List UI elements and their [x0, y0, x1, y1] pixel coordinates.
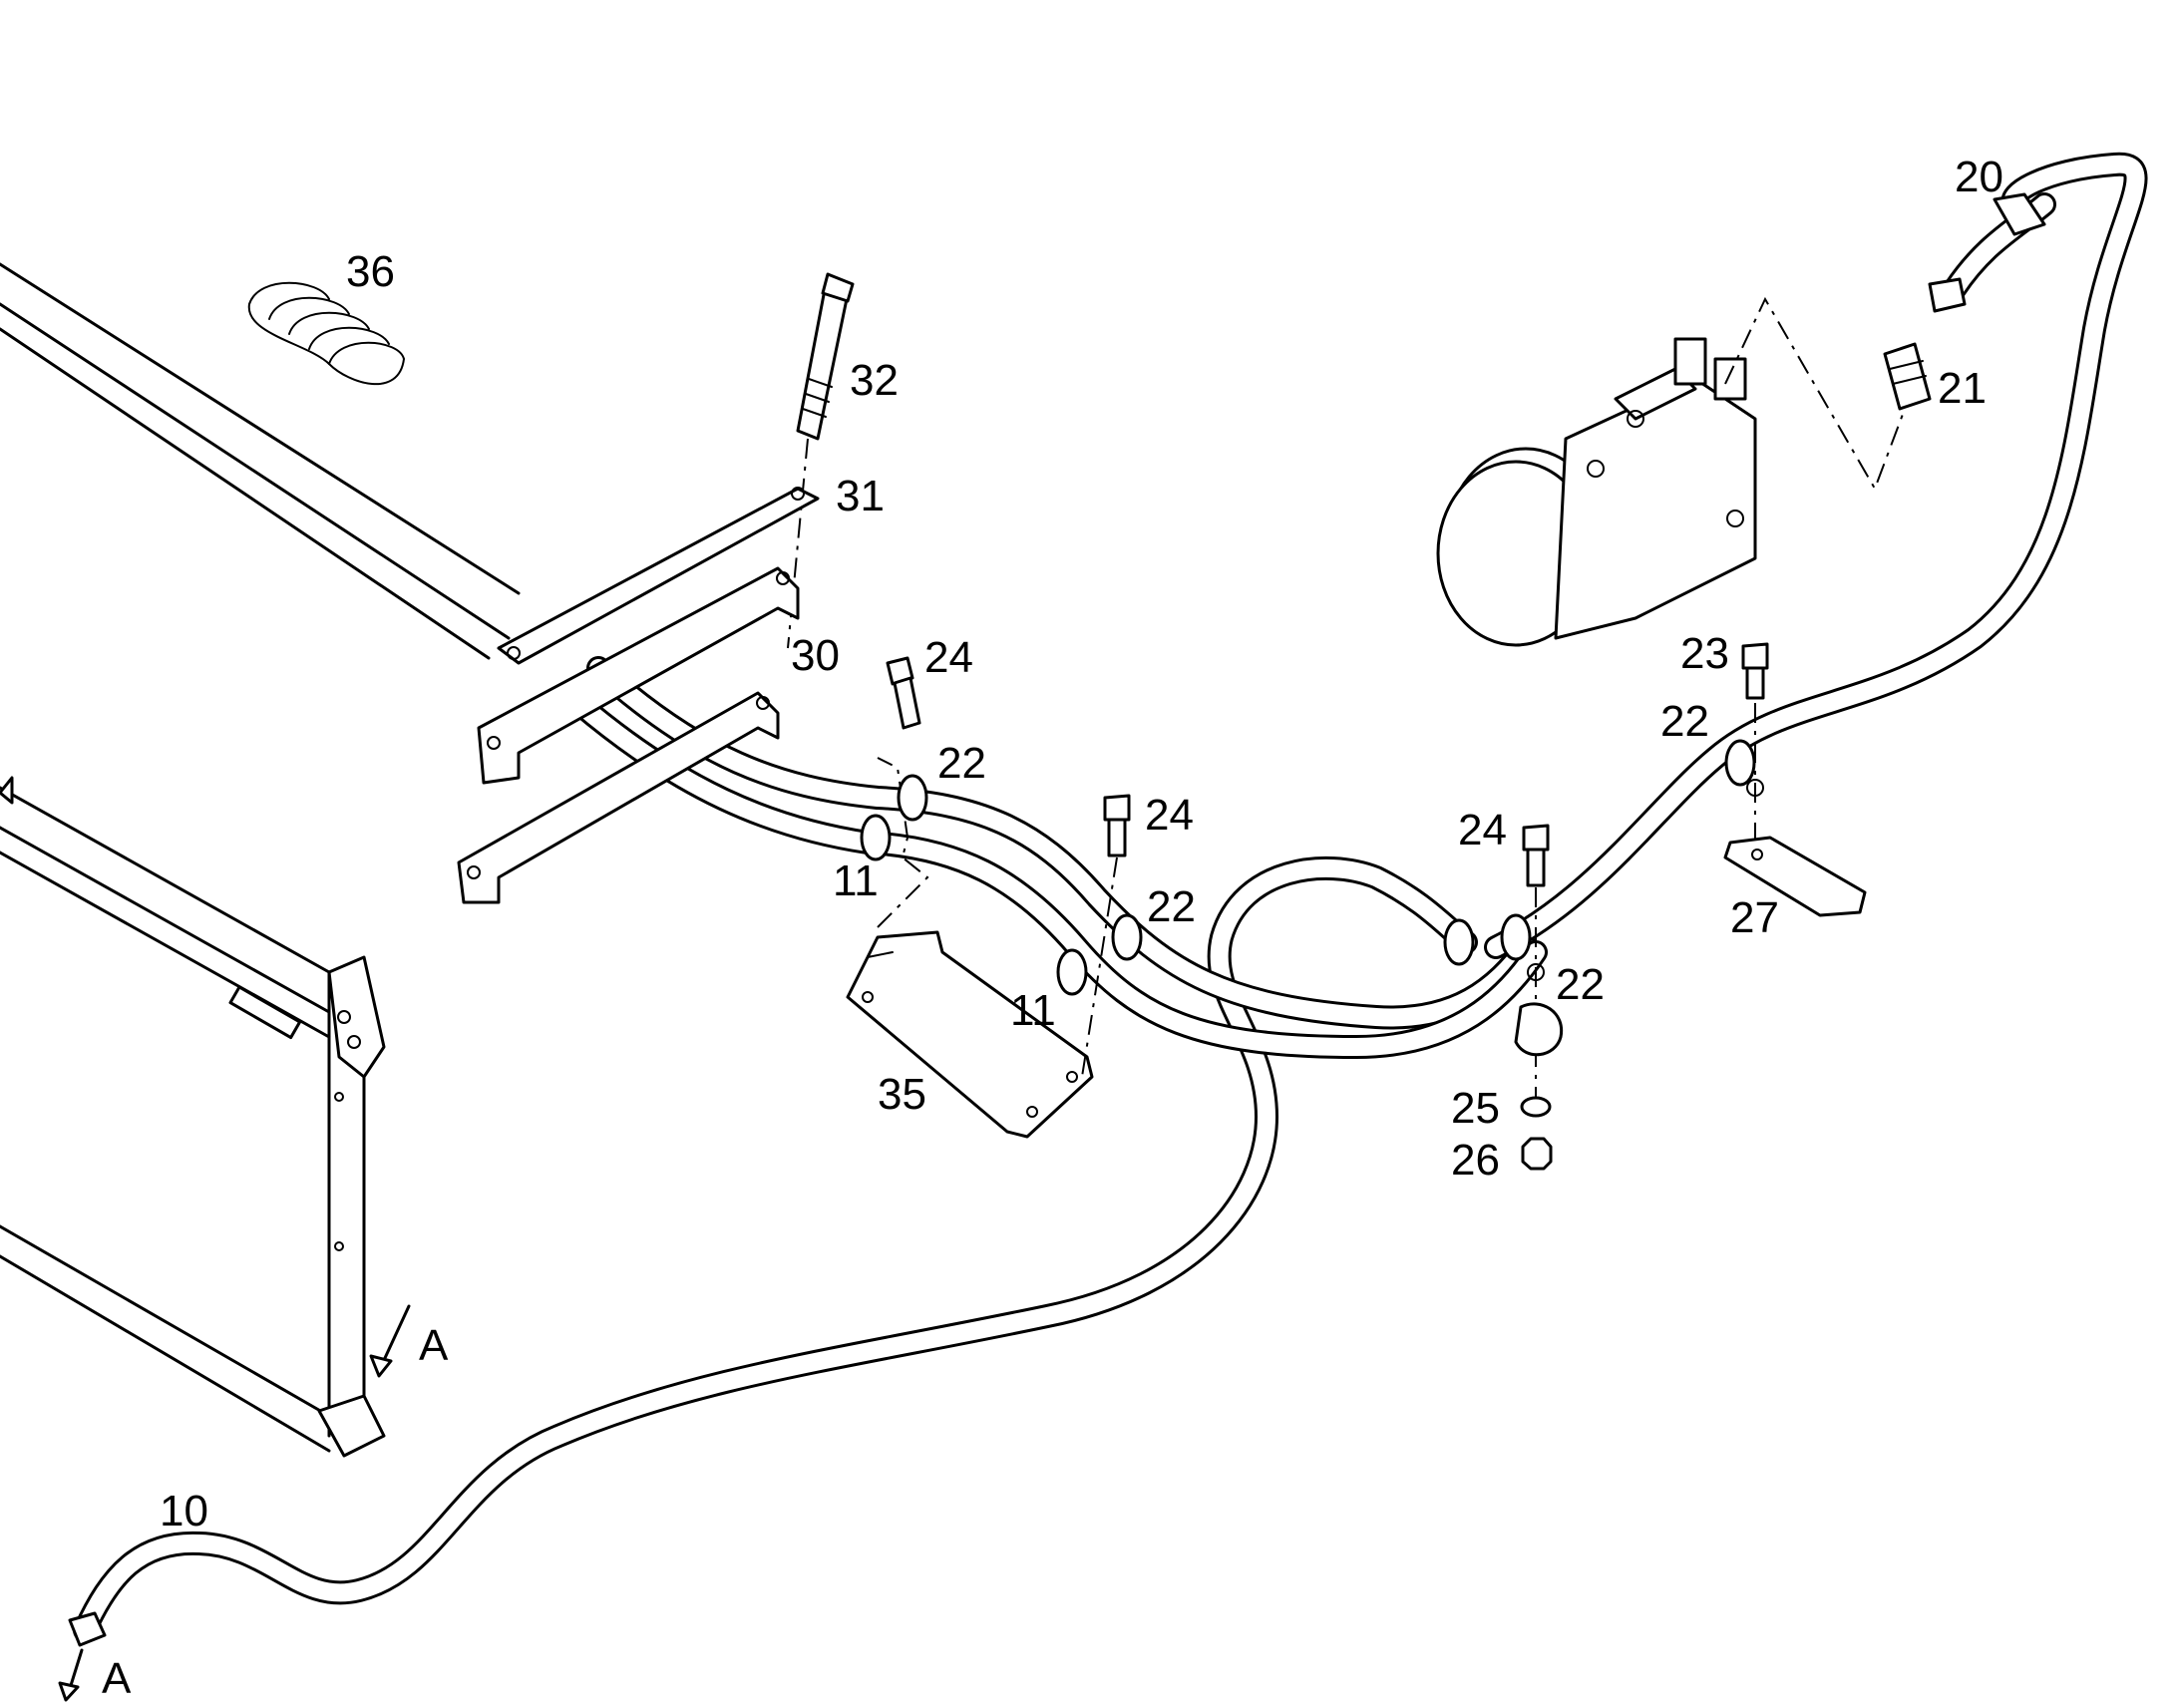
compressor — [1436, 337, 1757, 647]
callout-32: 32 — [850, 356, 899, 405]
callout-26: 26 — [1451, 1136, 1500, 1185]
callout-22a: 22 — [937, 739, 986, 788]
clamp-22b — [1056, 913, 1143, 996]
callout-20: 20 — [1955, 153, 2003, 201]
bracket-31 — [497, 487, 820, 665]
bracket-27 — [1723, 836, 1867, 917]
clamp-22a — [860, 774, 928, 861]
clamp-22d — [1724, 739, 1764, 797]
callout-24a: 24 — [924, 633, 973, 682]
callout-30: 30 — [791, 631, 840, 680]
bracket-30-upper — [477, 566, 800, 785]
callout-22c: 22 — [1556, 960, 1605, 1009]
screw-24b — [1081, 794, 1131, 1078]
spring-guard-36 — [247, 281, 405, 386]
nut-26 — [1521, 1137, 1553, 1171]
callout-24c: 24 — [1458, 806, 1507, 854]
callout-22b: 22 — [1147, 882, 1196, 931]
callout-11b: 11 — [1010, 986, 1056, 1035]
callout-35: 35 — [878, 1070, 926, 1119]
arrow-a-condenser — [369, 1304, 411, 1378]
hose-20 — [1484, 152, 2148, 959]
hose-11 — [566, 656, 1548, 1059]
screw-23 — [1741, 642, 1769, 853]
bracket-plate-35 — [846, 757, 1094, 1139]
callout-10: 10 — [160, 1487, 208, 1536]
callout-23: 23 — [1680, 629, 1729, 678]
callout-24b: 24 — [1145, 791, 1194, 840]
screw-24c — [1522, 824, 1550, 1097]
callout-25: 25 — [1451, 1084, 1500, 1133]
callout-36: 36 — [346, 247, 395, 296]
callout-21: 21 — [1938, 364, 1987, 413]
arrow-a-label-condenser: A — [419, 1321, 449, 1370]
arrow-a-label-hose-end: A — [102, 1654, 132, 1703]
condenser-frame — [0, 776, 386, 1458]
bracket-30-lower — [457, 691, 780, 904]
callout-22d: 22 — [1660, 697, 1709, 746]
hose-10 — [68, 855, 1478, 1647]
clamp-22c — [1443, 913, 1564, 1057]
callout-31: 31 — [836, 472, 885, 520]
washer-25 — [1520, 1096, 1552, 1118]
screw-24a — [886, 656, 921, 730]
fitting-21 — [1883, 342, 1932, 411]
arrow-a-hose-end — [58, 1648, 84, 1702]
callout-27: 27 — [1730, 893, 1779, 942]
callout-11a: 11 — [833, 856, 879, 905]
connector-line-compressor — [1724, 296, 1906, 492]
condenser-top-rail — [0, 262, 521, 660]
